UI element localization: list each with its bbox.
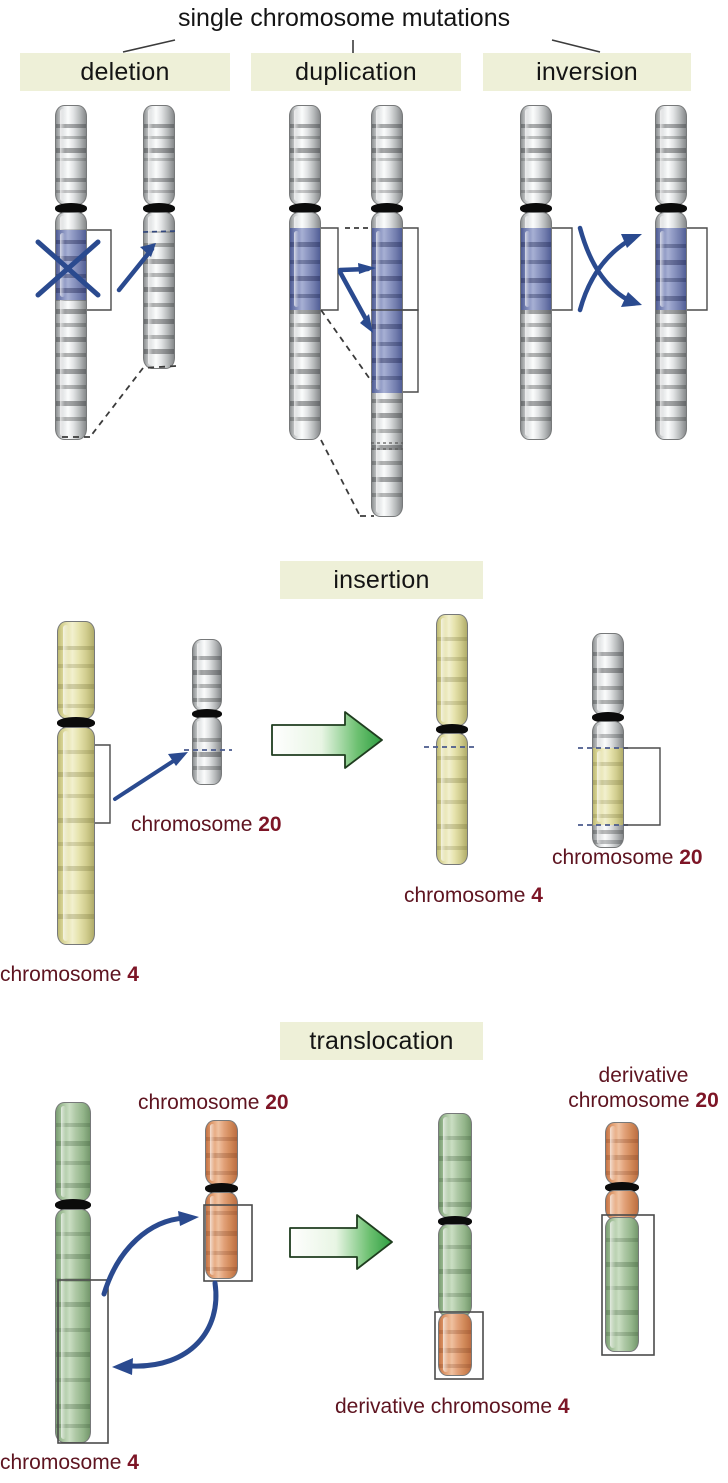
- centromere: [205, 1183, 238, 1194]
- inserted-segment-highlight: [592, 748, 624, 825]
- inverted-segment-result-highlight: [655, 228, 687, 310]
- centromere: [55, 203, 87, 214]
- arrow-green-block-icon: [289, 1214, 393, 1270]
- centromere: [655, 203, 687, 214]
- centromere: [436, 724, 468, 735]
- duplicated-segment-highlight: [289, 228, 321, 310]
- centromere: [289, 203, 321, 214]
- centromere: [605, 1182, 639, 1193]
- header-duplication: duplication: [251, 53, 461, 91]
- header-translocation: translocation: [280, 1022, 483, 1060]
- centromere: [192, 709, 222, 719]
- page-title: single chromosome mutations: [178, 4, 511, 32]
- centromere: [143, 203, 175, 214]
- centromere: [438, 1216, 472, 1227]
- duplicated-segment-copy-highlight: [371, 228, 403, 393]
- label-translocation-source-chromosome-20: chromosome 20: [138, 1091, 289, 1114]
- label-insertion-source-chromosome-4: chromosome 4: [0, 963, 139, 986]
- centromere: [57, 717, 95, 729]
- swap-arrows-icon: [577, 225, 631, 313]
- arrow-green-block-icon: [271, 711, 383, 769]
- deleted-segment-highlight: [55, 230, 87, 300]
- centromere: [520, 203, 552, 214]
- header-inversion: inversion: [483, 53, 691, 91]
- arrow-blue-icon: [113, 752, 188, 801]
- translocated-orange-segment: [438, 1313, 472, 1376]
- header-insertion: insertion: [280, 561, 483, 599]
- inverted-segment-highlight: [520, 228, 552, 310]
- header-deletion: deletion: [20, 53, 230, 91]
- label-insertion-result-chromosome-4: chromosome 4: [404, 884, 543, 907]
- arrow-blue-icon: [101, 1215, 219, 1369]
- label-derivative-chromosome-4: derivative chromosome 4: [335, 1395, 570, 1418]
- centromere: [55, 1199, 91, 1211]
- centromere: [371, 203, 403, 214]
- label-translocation-source-chromosome-4: chromosome 4: [0, 1451, 139, 1474]
- label-insertion-result-chromosome-20: chromosome 20: [552, 846, 703, 869]
- centromere: [592, 712, 624, 723]
- label-insertion-source-chromosome-20: chromosome 20: [131, 813, 282, 836]
- translocated-green-segment: [605, 1217, 639, 1352]
